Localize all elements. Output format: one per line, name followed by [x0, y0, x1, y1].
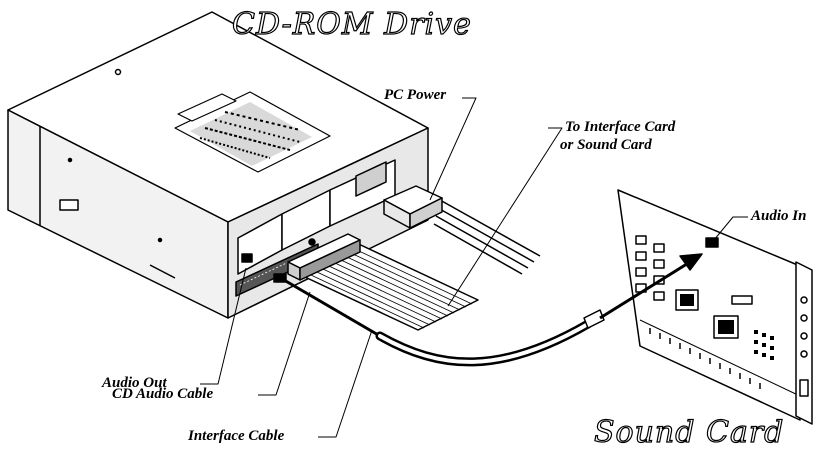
cd-audio-cable-label: CD Audio Cable: [112, 386, 214, 402]
pc-power-label: PC Power: [384, 87, 447, 103]
sound-card: [617, 189, 813, 425]
to-interface-label-line2: or Sound Card: [560, 137, 652, 153]
leader-lines: [200, 97, 748, 438]
audio-out-label: Audio Out: [102, 375, 167, 391]
interface-ribbon-cable: [273, 233, 479, 338]
cd-audio-cable: [375, 309, 605, 367]
card-title: Sound Card: [593, 415, 785, 450]
cd-rom-drive: [7, 11, 429, 319]
connection-arrow: [599, 253, 703, 320]
audio-in-label: Audio In: [751, 208, 807, 224]
interface-cable-label: Interface Cable: [188, 428, 285, 444]
to-interface-label-line1: To Interface Card: [565, 119, 676, 135]
drive-title: CD-ROM Drive: [231, 7, 472, 42]
pc-power-connector: [383, 185, 541, 275]
